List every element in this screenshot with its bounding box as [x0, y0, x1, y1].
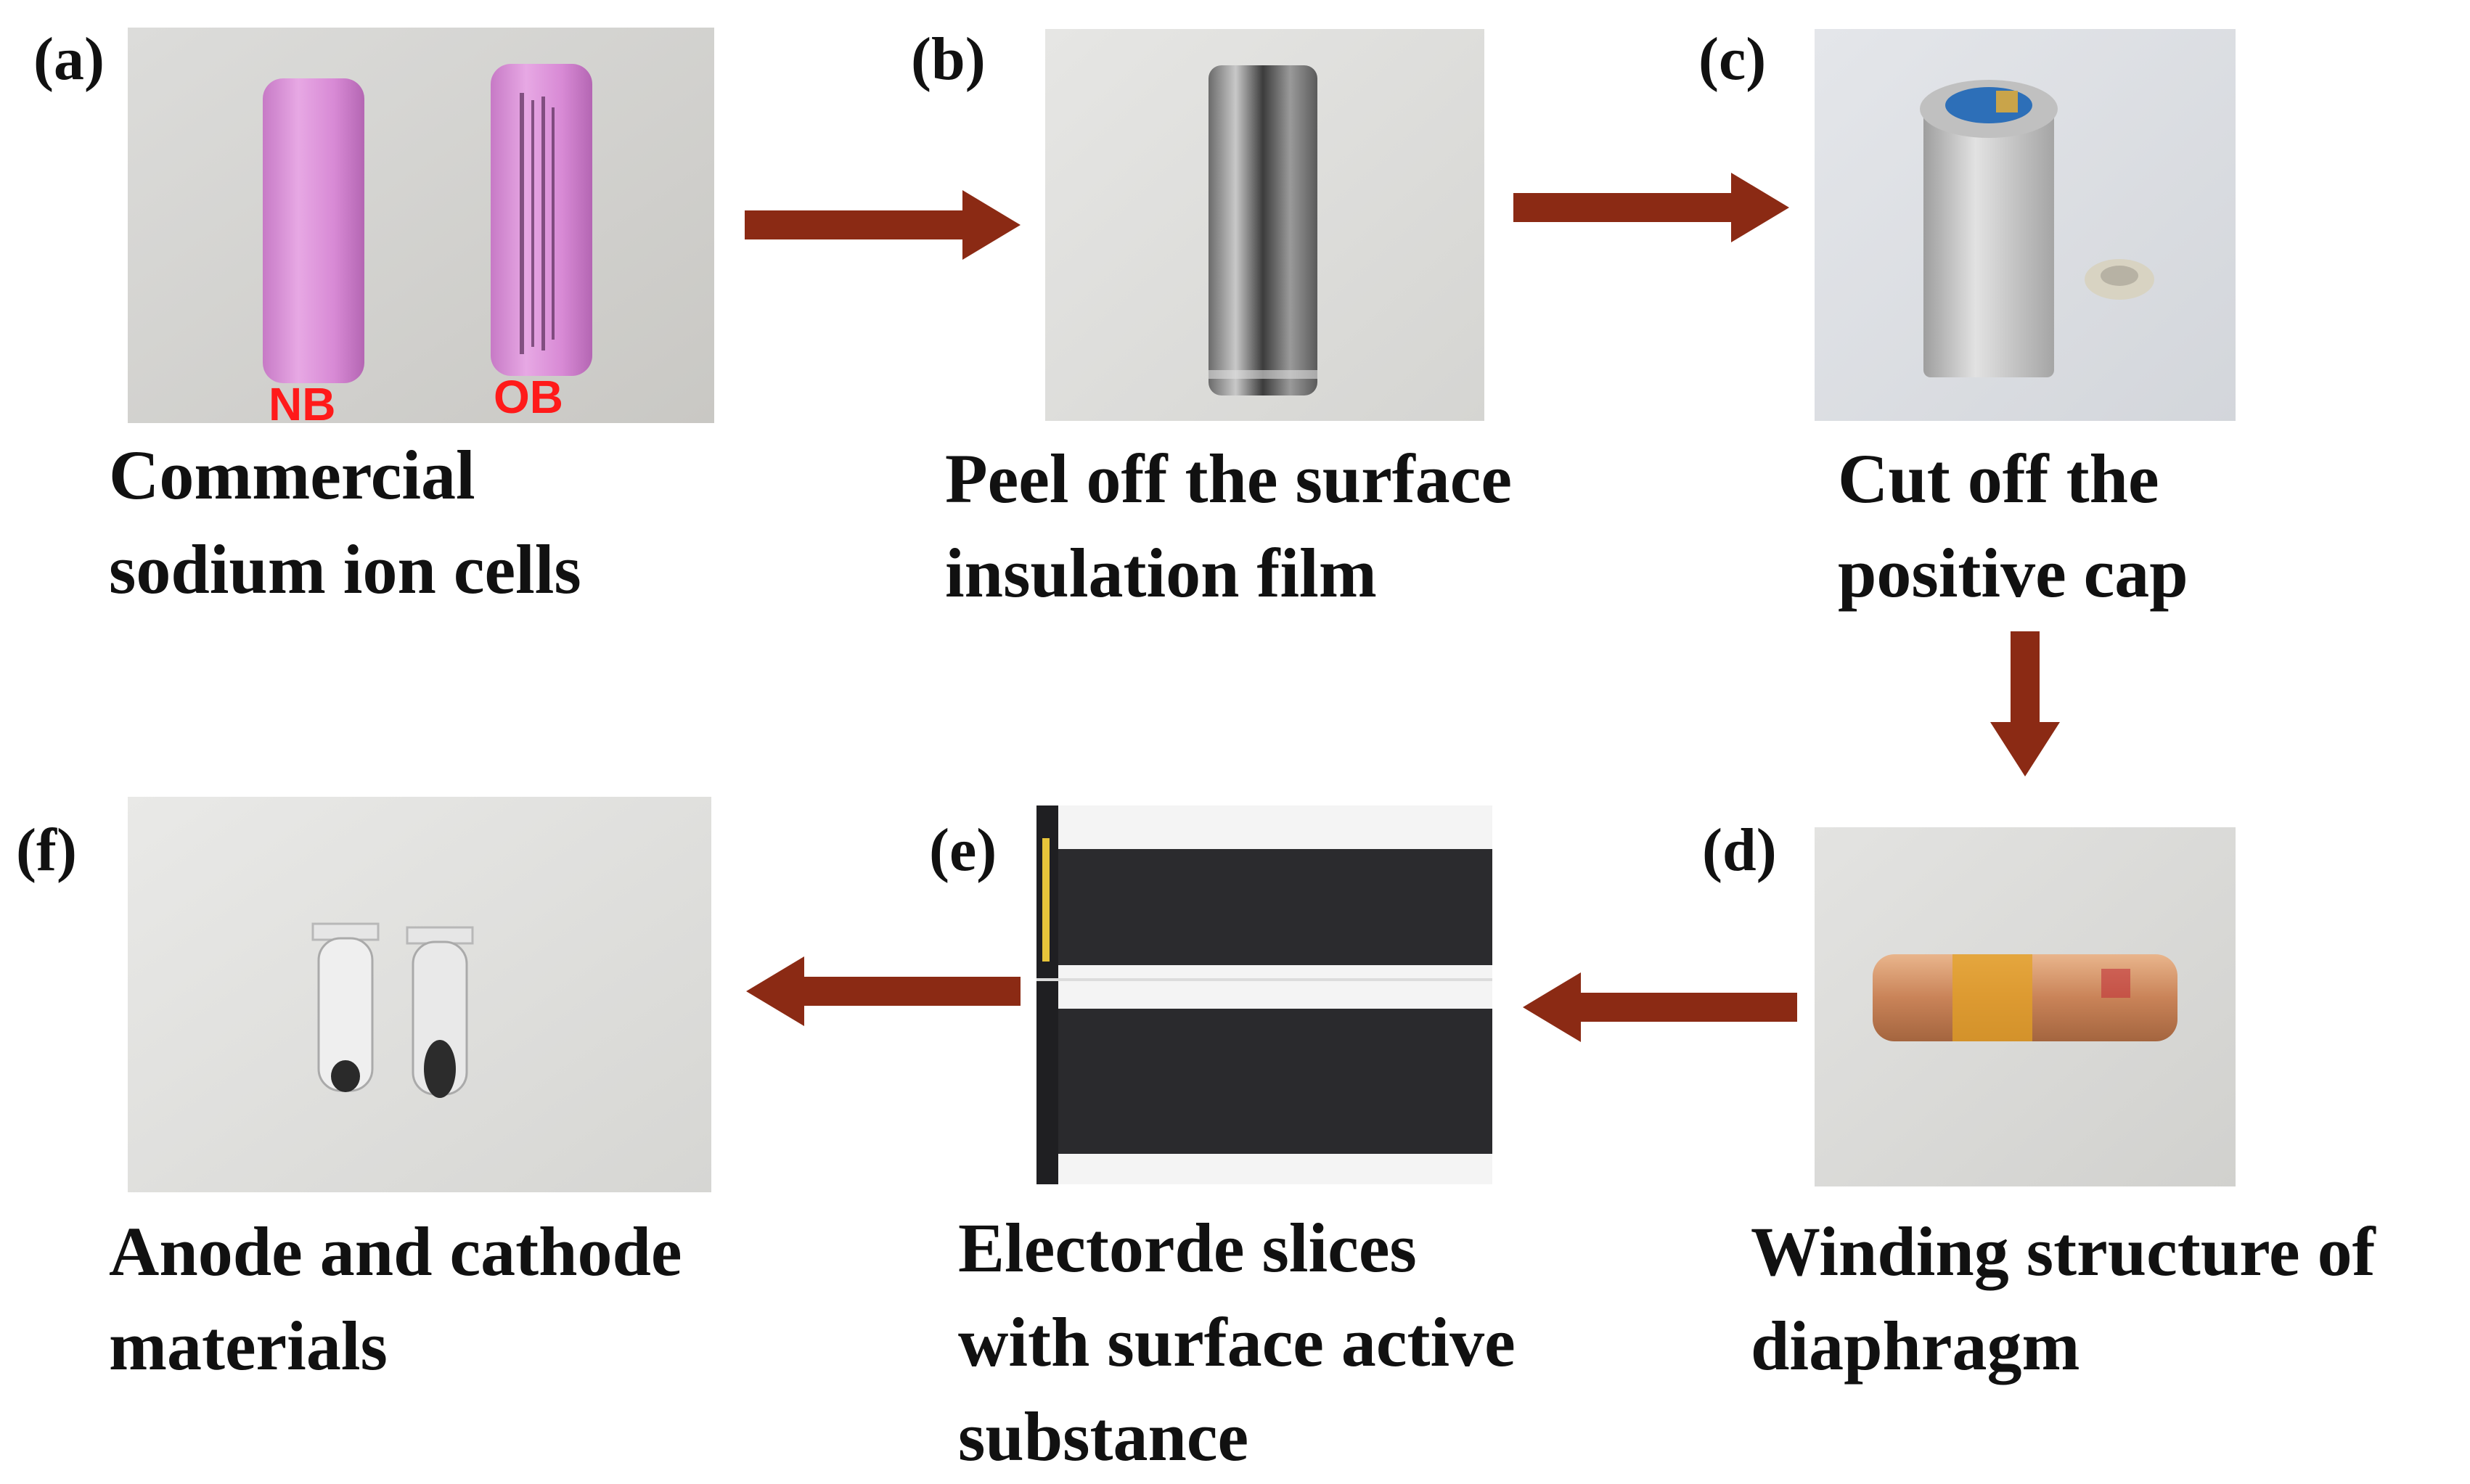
photo-electrode-materials: [128, 797, 711, 1192]
photo-winding-structure: [1815, 827, 2236, 1186]
arrow-e-to-f: [746, 956, 1021, 1026]
cell-nb: [263, 78, 364, 383]
photo-peeled-cell: [1045, 29, 1484, 421]
panel-label-f: (f): [16, 816, 77, 884]
arrow-b-to-c: [1513, 173, 1789, 242]
panel-label-e: (e): [929, 816, 997, 884]
panel-label-d: (d): [1702, 816, 1777, 884]
arrow-c-to-d: [1990, 631, 2060, 776]
arrow-a-to-b: [745, 190, 1021, 260]
caption-e: Electorde slices with surface active sub…: [958, 1209, 1516, 1475]
caption-c: Cut off the positive cap: [1838, 440, 2188, 612]
photo-commercial-cells: [128, 28, 714, 423]
photo-cut-cap: [1815, 29, 2236, 421]
caption-b: Peel off the surface insulation film: [945, 440, 1512, 612]
arrow-d-to-e: [1523, 972, 1797, 1042]
panel-label-a: (a): [33, 25, 105, 93]
caption-a: Commercial sodium ion cells: [109, 436, 581, 608]
caption-d: Winding structure of diaphragm: [1751, 1213, 2376, 1385]
caption-f: Anode and cathode materials: [109, 1213, 682, 1385]
cell-tag-nb: NB: [269, 378, 336, 430]
panel-label-b: (b): [911, 25, 986, 93]
panel-label-c: (c): [1698, 25, 1767, 93]
cell-tag-ob: OB: [494, 371, 563, 423]
photo-electrode-slices: [1036, 805, 1492, 1184]
